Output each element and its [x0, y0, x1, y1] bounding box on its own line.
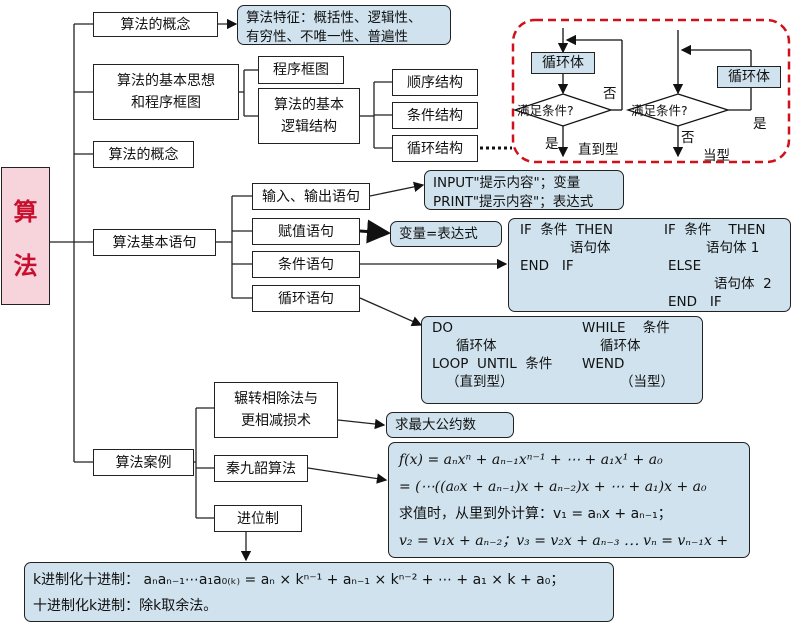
qin-formula-box: f(x) = aₙxⁿ + aₙ₋₁xⁿ⁻¹ + ⋯ + a₁x¹ + a₀ =… — [388, 442, 750, 576]
cond-left: 满足条件? — [517, 103, 574, 118]
io-line1: INPUT"提示内容"；变量 — [433, 175, 581, 191]
loop-l2: 循环体 — [456, 338, 497, 354]
gcd-note: 求最大公约数 — [386, 412, 514, 438]
node-flowchart: 程序框图 — [258, 56, 344, 84]
node-condition: 条件结构 — [392, 102, 478, 129]
loop-l4: （直到型） — [446, 374, 514, 390]
features-line1: 算法特征：概括性、逻辑性、 — [246, 10, 422, 26]
root-char-2: 法 — [13, 251, 38, 280]
basic-idea-line2: 和程序框图 — [131, 95, 201, 111]
base-conversion-note: k进制化十进制： aₙaₙ₋₁⋯a₁a₀₍ₖ₎ = aₙ × kⁿ⁻¹ + aₙ… — [24, 562, 614, 622]
node-logic-structure: 算法的基本 逻辑结构 — [258, 88, 360, 144]
node-io: 输入、输出语句 — [252, 183, 370, 210]
node-cases: 算法案例 — [93, 449, 194, 476]
features-line2: 有穷性、不唯一性、普遍性 — [246, 29, 408, 45]
loop-code-box — [421, 316, 703, 404]
logic-line1: 算法的基本 — [274, 97, 344, 113]
base-line1: k进制化十进制： aₙaₙ₋₁⋯a₁a₀₍ₖ₎ = aₙ × kⁿ⁻¹ + aₙ… — [33, 572, 565, 588]
logic-line2: 逻辑结构 — [281, 119, 337, 135]
if-r3: ELSE — [668, 258, 702, 274]
loop-body-right: 循环体 — [717, 66, 781, 88]
node-qin: 秦九韶算法 — [214, 455, 308, 482]
if-l2: 语句体 — [570, 240, 611, 256]
node-statements: 算法基本语句 — [93, 229, 216, 256]
features-note: 算法特征：概括性、逻辑性、 有穷性、不唯一性、普遍性 — [237, 5, 451, 45]
loop-l3: LOOP UNTIL 条件 — [432, 356, 553, 372]
euclid-line2: 更相减损术 — [241, 413, 311, 429]
assign-note: 变量=表达式 — [390, 221, 502, 247]
qin-formula-line2: = (⋯((a₀x + aₙ₋₁)x + aₙ₋₂)x + ⋯ + a₁)x +… — [399, 479, 707, 495]
if-code-box — [508, 218, 791, 312]
node-base: 进位制 — [214, 505, 302, 532]
node-basic-idea: 算法的基本思想 和程序框图 — [93, 64, 239, 120]
root-char-1: 算 — [13, 197, 38, 226]
loop-r2: 循环体 — [600, 338, 641, 354]
loop-body-left: 循环体 — [531, 52, 595, 74]
node-concept-2: 算法的概念 — [93, 141, 194, 168]
qin-formula-line1: f(x) = aₙxⁿ + aₙ₋₁xⁿ⁻¹ + ⋯ + a₁x¹ + a₀ — [399, 452, 663, 468]
type-left: 直到型 — [578, 142, 619, 158]
node-cond-stmt: 条件语句 — [252, 251, 360, 278]
node-sequence: 顺序结构 — [392, 69, 478, 96]
if-r2: 语句体 1 — [706, 240, 760, 256]
node-loop: 循环结构 — [392, 135, 478, 162]
node-assign: 赋值语句 — [252, 218, 360, 245]
loop-r1: WHILE 条件 — [582, 320, 670, 336]
if-r4: 语句体 2 — [714, 276, 772, 292]
yes-right: 是 — [753, 116, 767, 132]
loop-r3: WEND — [582, 356, 625, 372]
loop-r4: （当型） — [620, 374, 674, 390]
basic-idea-line1: 算法的基本思想 — [117, 73, 215, 89]
if-r5: END IF — [668, 294, 722, 310]
qin-formula-line3: 求值时，从里到外计算：v₁ = aₙx + aₙ₋₁； — [399, 506, 672, 522]
no-right: 否 — [681, 130, 695, 146]
io-note: INPUT"提示内容"；变量 PRINT"提示内容"；表达式 — [424, 170, 624, 210]
io-line2: PRINT"提示内容"；表达式 — [433, 194, 594, 210]
yes-left: 是 — [545, 136, 559, 152]
node-concept-1: 算法的概念 — [93, 12, 218, 37]
euclid-line1: 辗转相除法与 — [234, 391, 318, 407]
node-loop-stmt: 循环语句 — [252, 285, 360, 312]
if-l3: END IF — [520, 258, 574, 274]
loop-l1: DO — [432, 320, 454, 336]
no-left: 否 — [603, 86, 617, 102]
if-l1: IF 条件 THEN — [520, 222, 613, 238]
node-euclid: 辗转相除法与 更相减损术 — [214, 382, 338, 438]
type-right: 当型 — [703, 148, 730, 164]
if-r1: IF 条件 THEN — [664, 222, 766, 238]
base-line2: 十进制化k进制：除k取余法。 — [33, 598, 218, 614]
root-node: 算 法 — [1, 167, 50, 305]
cond-right: 满足条件? — [631, 103, 688, 118]
